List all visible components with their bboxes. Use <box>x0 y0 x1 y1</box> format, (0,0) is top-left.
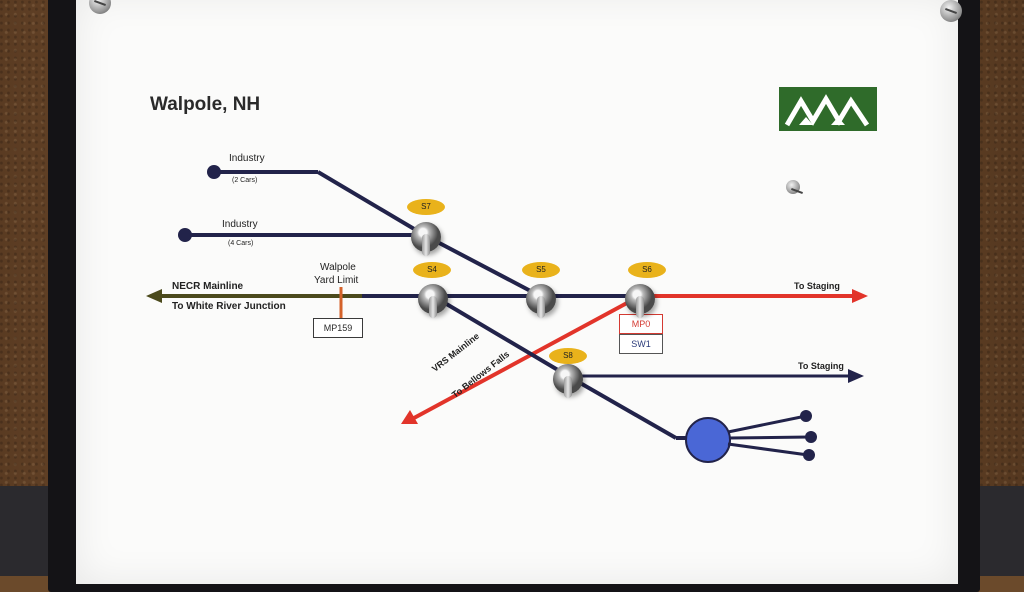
toggle-switch-s5[interactable] <box>526 284 556 318</box>
toggle-switch-s8[interactable] <box>553 364 583 398</box>
mountain-logo-icon <box>779 87 877 131</box>
switch-badge-s6: S6 <box>628 262 666 278</box>
track-diagram <box>146 165 868 463</box>
switch-badge-s4: S4 <box>413 262 451 278</box>
screw-icon <box>786 180 800 194</box>
necr-mainline-label: NECR Mainline <box>172 281 244 292</box>
yard-limit-label-line2: Yard Limit <box>314 275 359 286</box>
toggle-switch-s4[interactable] <box>418 284 448 318</box>
industry-top-label: Industry <box>229 153 265 164</box>
toggle-switch-s7[interactable] <box>411 222 441 256</box>
switch-badge-s5: S5 <box>522 262 560 278</box>
staging-top-label: To Staging <box>794 281 840 291</box>
screw-icon <box>89 0 111 14</box>
mp159-marker: MP159 <box>313 318 363 338</box>
industry-bottom-label: Industry <box>222 219 258 230</box>
switch-badge-s7: S7 <box>407 199 445 215</box>
yard-limit-label-line1: Walpole <box>320 262 356 273</box>
toggle-lever <box>636 296 644 318</box>
switch-badge-s8: S8 <box>549 348 587 364</box>
toggle-lever <box>564 376 572 398</box>
toggle-lever <box>537 296 545 318</box>
toggle-lever <box>429 296 437 318</box>
toggle-lever <box>422 234 430 256</box>
necr-destination-label: To White River Junction <box>172 301 286 312</box>
sw1-marker: SW1 <box>619 334 663 354</box>
industry-bottom-cars: (4 Cars) <box>228 240 254 247</box>
staging-bottom-label: To Staging <box>798 361 844 371</box>
page-title: Walpole, NH <box>150 94 261 115</box>
toggle-switch-s6[interactable] <box>625 284 655 318</box>
screw-icon <box>940 0 962 22</box>
industry-top-cars: (2 Cars) <box>232 177 258 184</box>
